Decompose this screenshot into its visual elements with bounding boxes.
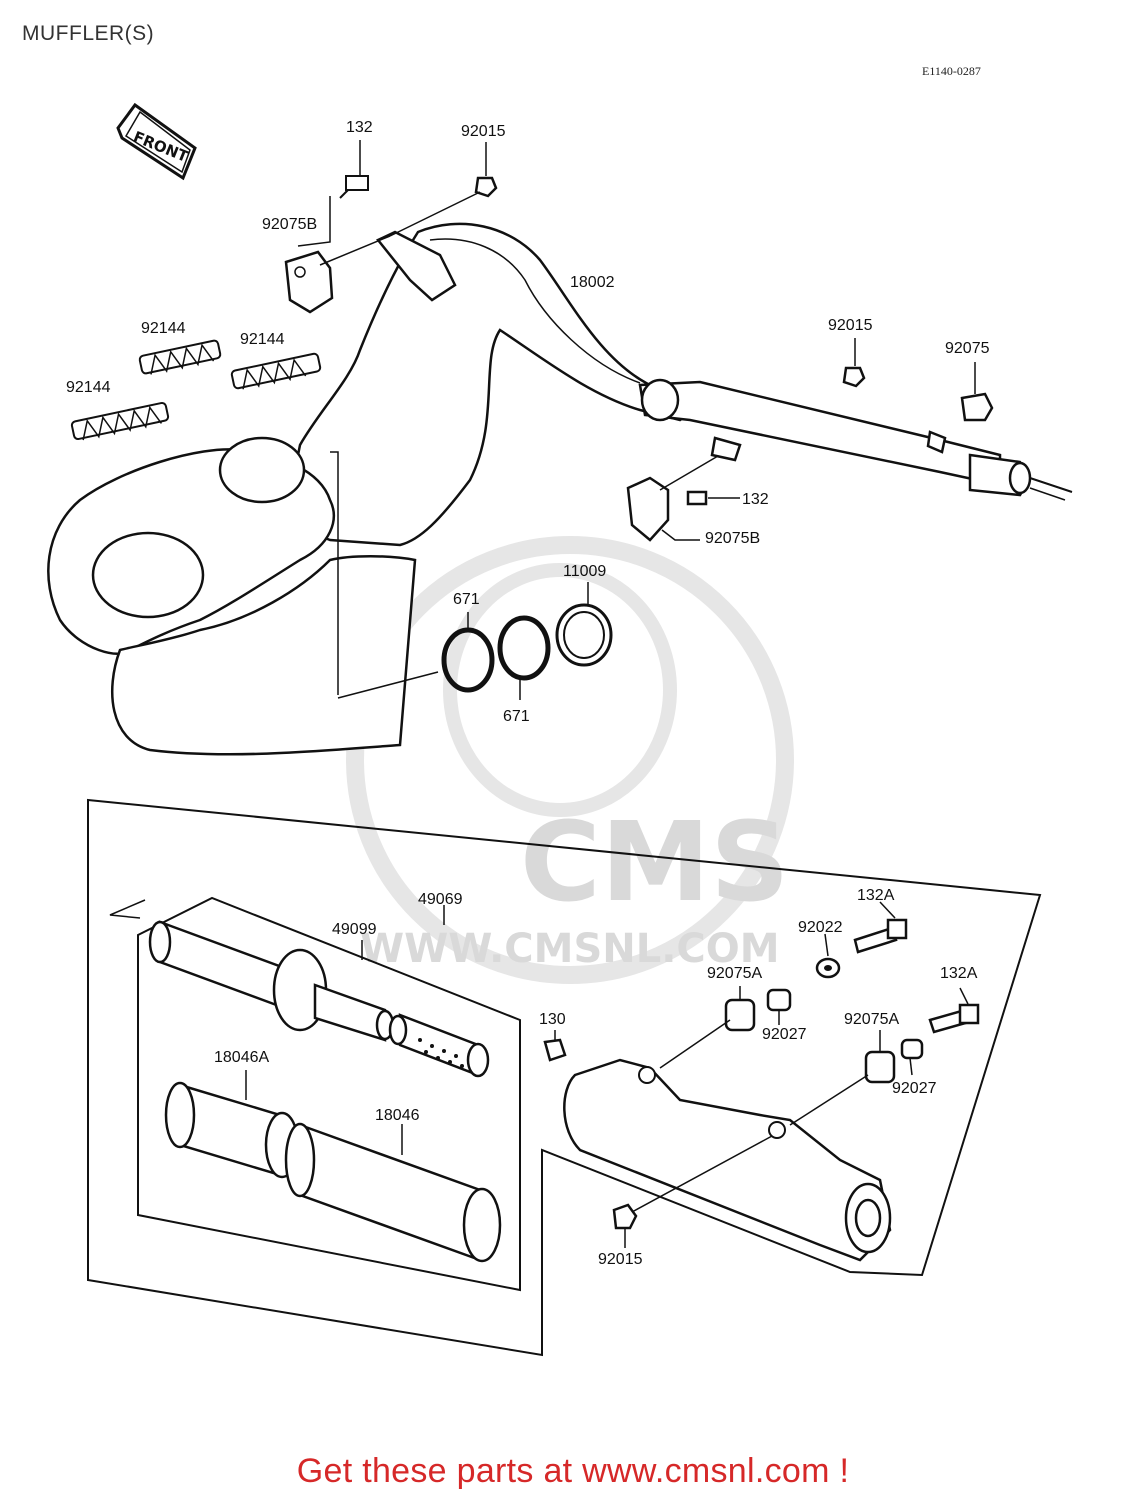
part-label: 132	[346, 119, 373, 136]
bolt-132a-upper	[853, 918, 908, 954]
part-label: 132A	[940, 965, 978, 982]
gasket-11009-icon	[555, 603, 613, 667]
part-label: 49099	[332, 921, 377, 938]
packing-18046a-icon	[164, 1081, 300, 1179]
part-label: 18002	[570, 274, 615, 291]
part-label: 132A	[857, 887, 895, 904]
bracket-92075b-lower	[626, 476, 670, 542]
part-label: 130	[539, 1011, 566, 1028]
part-label: 92027	[892, 1080, 937, 1097]
part-label: 92075B	[262, 216, 317, 233]
footer-promo-text[interactable]: Get these parts at www.cmsnl.com !	[296, 1452, 850, 1490]
spring-92144-b	[230, 352, 322, 390]
packing-18046-icon	[284, 1122, 502, 1263]
part-labels: 132 92015 92075B 18002 92144 92144 92144…	[66, 119, 990, 1268]
part-label: 92015	[828, 317, 873, 334]
part-label: 671	[503, 708, 530, 725]
nut-92015-upper	[474, 176, 498, 198]
spring-92144-c	[70, 401, 170, 441]
page-title: MUFFLER(S)	[22, 22, 155, 45]
bolt-132a-lower	[928, 1003, 980, 1034]
inner-pipe-49099	[148, 920, 395, 1042]
damper-92075-icon	[960, 392, 994, 422]
front-arrow-icon: FRONT	[116, 102, 197, 181]
part-label: 671	[453, 591, 480, 608]
part-label: 92015	[598, 1251, 643, 1268]
spring-92144-a	[138, 339, 222, 375]
part-label: 49069	[418, 891, 463, 908]
bracket-92075b-upper	[284, 250, 334, 314]
o-ring-671-b	[497, 615, 551, 681]
part-label: 18046A	[214, 1049, 269, 1066]
watermark-logo-text: CMS	[520, 798, 789, 926]
silencer-assembly-frame	[87, 798, 1042, 1357]
part-label: 92027	[762, 1026, 807, 1043]
collar-92027-upper	[766, 988, 792, 1012]
damper-92075a-lower	[864, 1050, 896, 1084]
expansion-chamber-18002	[47, 222, 1032, 756]
bolt-132-upper	[339, 175, 369, 199]
watermark-url-text: WWW.CMSNL.COM	[360, 926, 780, 972]
bolt-132-lower	[686, 490, 708, 506]
part-label: 92144	[66, 379, 111, 396]
drawing-code: E1140-0287	[922, 64, 981, 78]
part-label: 92075A	[844, 1011, 899, 1028]
part-label: 132	[742, 491, 769, 508]
damper-92075a-upper	[724, 998, 756, 1032]
part-label: 92144	[141, 320, 186, 337]
part-label: 18046	[375, 1107, 420, 1124]
inner-pipe-frame	[137, 896, 521, 1292]
bolt-130-icon	[543, 1038, 567, 1062]
collar-92027-lower	[900, 1038, 924, 1060]
part-label: 92015	[461, 123, 506, 140]
nut-92015-lower	[612, 1203, 638, 1230]
nut-92015-right	[842, 366, 866, 388]
cms-watermark-logo: CMS WWW.CMSNL.COM	[346, 536, 794, 984]
part-label: 92075	[945, 340, 990, 357]
part-label: 92022	[798, 919, 843, 936]
perforated-tube	[388, 1013, 490, 1078]
part-label: 92144	[240, 331, 285, 348]
part-label: 92075A	[707, 965, 762, 982]
part-label: 11009	[563, 563, 606, 580]
part-label: 92075B	[705, 530, 760, 547]
